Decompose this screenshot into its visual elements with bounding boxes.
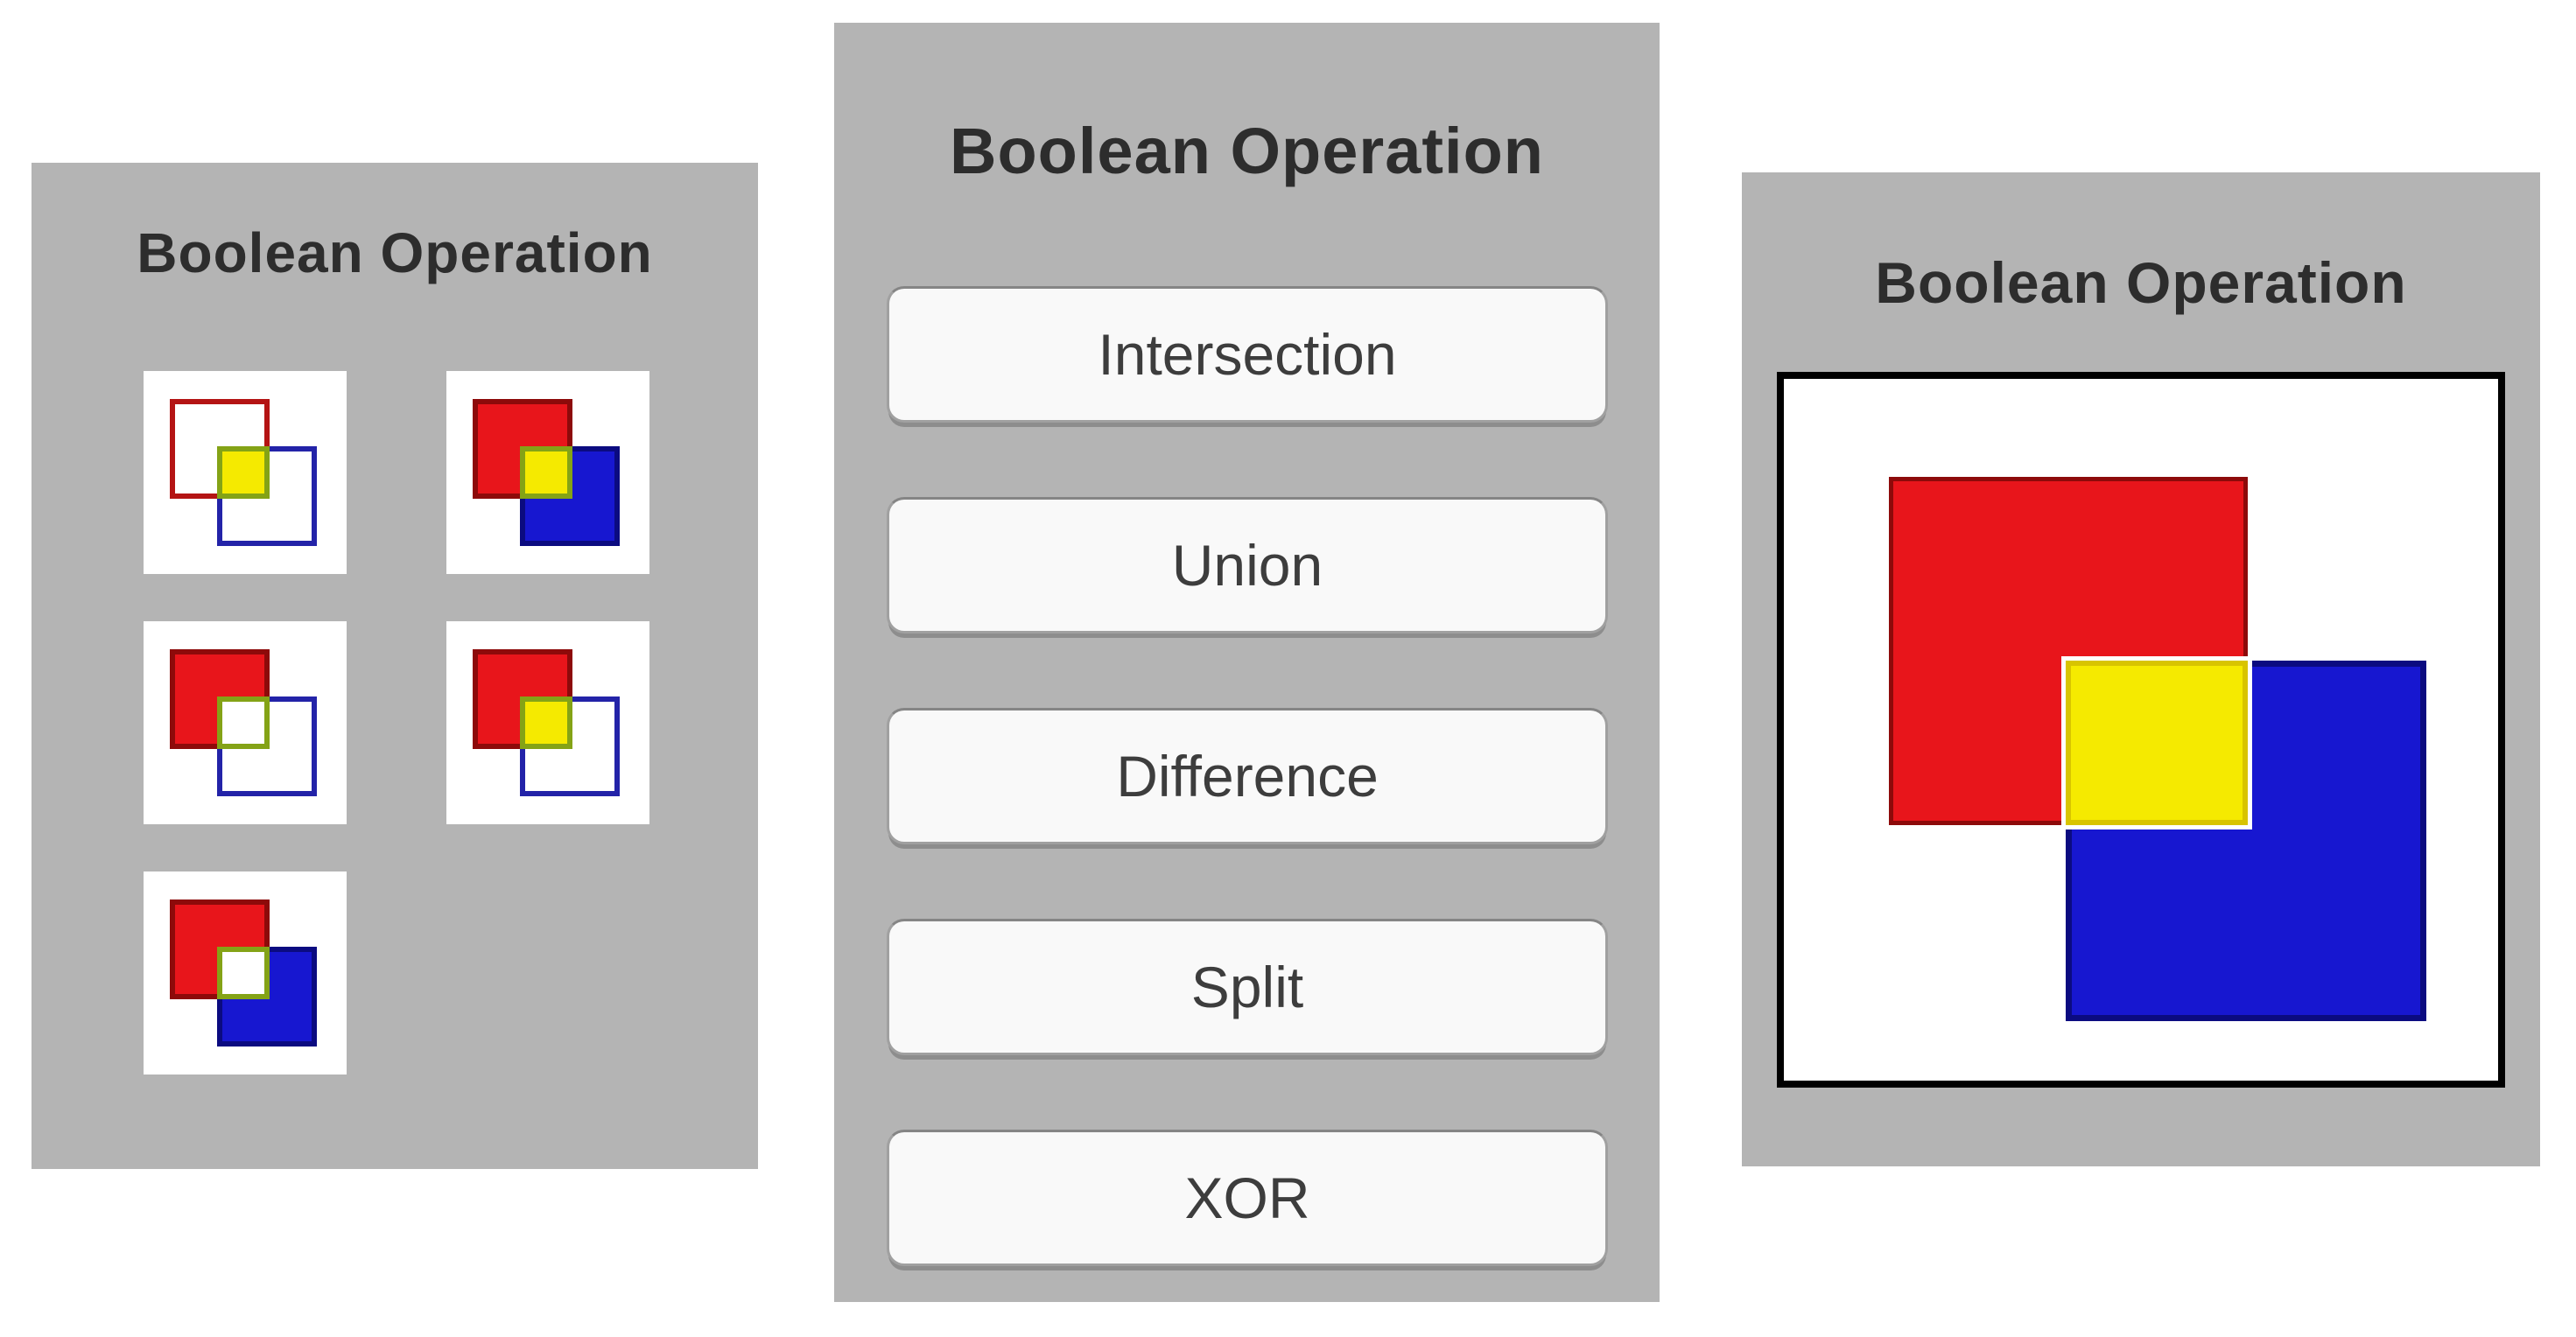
split-button[interactable]: Split: [887, 919, 1608, 1055]
buttons-panel: Boolean Operation Intersection Union Dif…: [834, 23, 1660, 1302]
white-overlap-square: [217, 696, 270, 749]
union-button[interactable]: Union: [887, 497, 1608, 634]
union-icon[interactable]: [446, 371, 649, 574]
icons-panel-title: Boolean Operation: [137, 221, 653, 284]
split-icon[interactable]: [446, 621, 649, 824]
difference-button[interactable]: Difference: [887, 708, 1608, 844]
difference-icon[interactable]: [144, 621, 347, 824]
buttons-panel-title: Boolean Operation: [950, 115, 1544, 187]
intersection-icon[interactable]: [144, 371, 347, 574]
yellow-overlap-square: [520, 696, 572, 749]
yellow-overlap-square: [2061, 656, 2252, 830]
yellow-overlap-square: [520, 446, 572, 499]
preview-panel-title: Boolean Operation: [1875, 250, 2407, 315]
preview-canvas: [1777, 372, 2505, 1088]
yellow-overlap-square: [217, 446, 270, 499]
icons-panel: Boolean Operation: [32, 163, 758, 1169]
preview-panel: Boolean Operation: [1742, 172, 2540, 1166]
intersection-button[interactable]: Intersection: [887, 286, 1608, 423]
white-overlap-square: [217, 947, 270, 999]
xor-button[interactable]: XOR: [887, 1130, 1608, 1266]
xor-icon[interactable]: [144, 872, 347, 1074]
